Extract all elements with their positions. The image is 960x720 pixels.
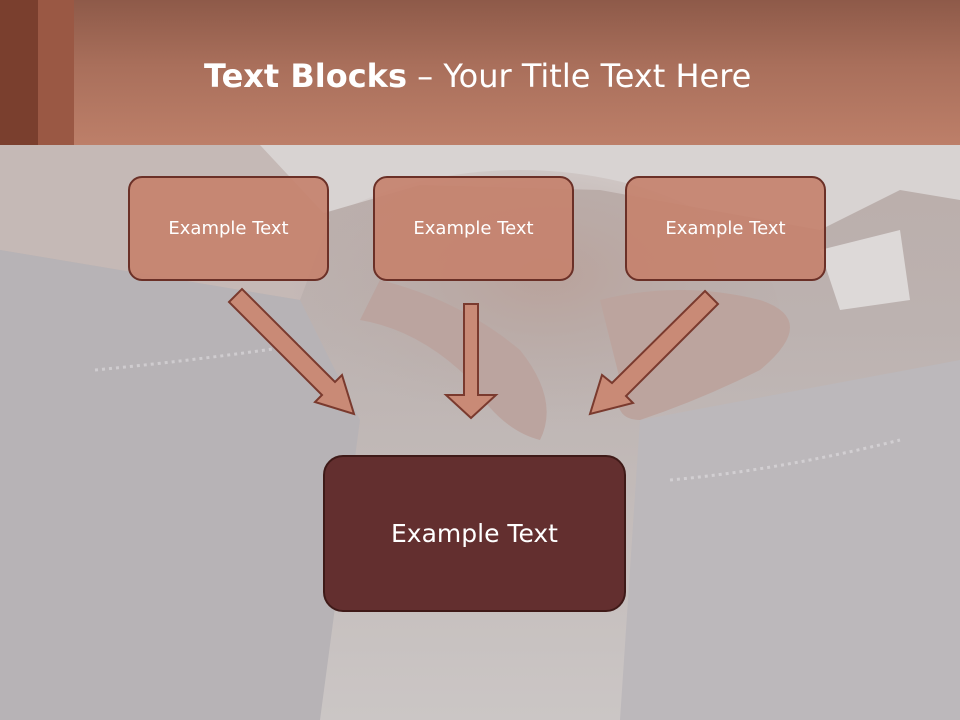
text-block-1: Example Text	[128, 176, 329, 281]
header-band	[0, 0, 960, 145]
header-accent-dark	[0, 0, 38, 145]
slide-title: Text Blocks – Your Title Text Here	[204, 56, 751, 96]
title-bold: Text Blocks	[204, 57, 407, 95]
text-block-main-label: Example Text	[391, 519, 558, 548]
arrow-right	[588, 289, 720, 416]
text-block-2-label: Example Text	[413, 218, 534, 239]
text-block-main: Example Text	[323, 455, 626, 612]
arrow-left	[227, 287, 356, 416]
text-block-3: Example Text	[625, 176, 826, 281]
text-block-3-label: Example Text	[665, 218, 786, 239]
arrow-middle	[443, 303, 499, 420]
text-block-2: Example Text	[373, 176, 574, 281]
header-accent-mid	[38, 0, 74, 145]
title-rest: – Your Title Text Here	[407, 57, 752, 95]
text-block-1-label: Example Text	[168, 218, 289, 239]
